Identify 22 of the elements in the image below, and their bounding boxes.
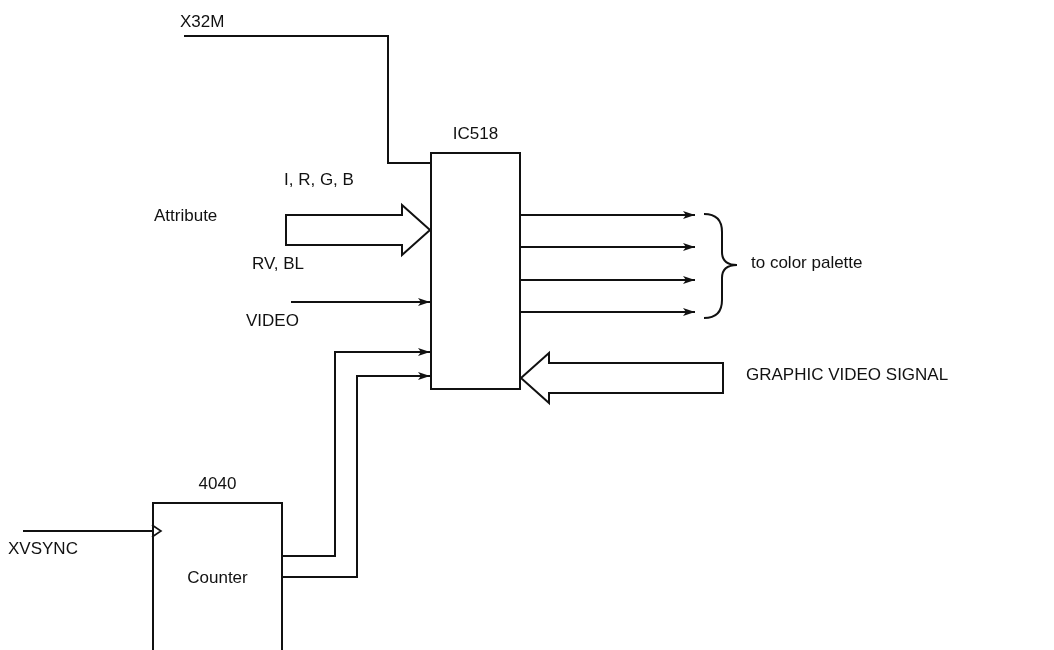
signal-label: RV, BL (250, 254, 306, 274)
arrow (520, 211, 696, 219)
arrow (22, 524, 162, 538)
signal-label: GRAPHIC VIDEO SIGNAL (746, 365, 949, 384)
signal-line (183, 35, 431, 164)
signal-label: Attribute (154, 206, 218, 225)
arrow (520, 308, 696, 316)
signal-label: VIDEO (246, 311, 299, 330)
arrow (282, 348, 431, 557)
arrow (520, 276, 696, 284)
signal-label: XVSYNC (8, 539, 78, 558)
signal-label: to color palette (751, 253, 863, 273)
bus-arrow (285, 202, 432, 258)
signal-label: X32M (180, 12, 225, 31)
arrow (290, 298, 431, 306)
part-number: 4040 (197, 474, 238, 494)
bus-arrow (519, 350, 724, 406)
part-number: IC518 (451, 124, 500, 144)
arrow (282, 372, 431, 578)
arrow (520, 243, 696, 251)
edge-label: I, R, G, B (282, 170, 356, 190)
block-label: Counter (186, 568, 249, 588)
